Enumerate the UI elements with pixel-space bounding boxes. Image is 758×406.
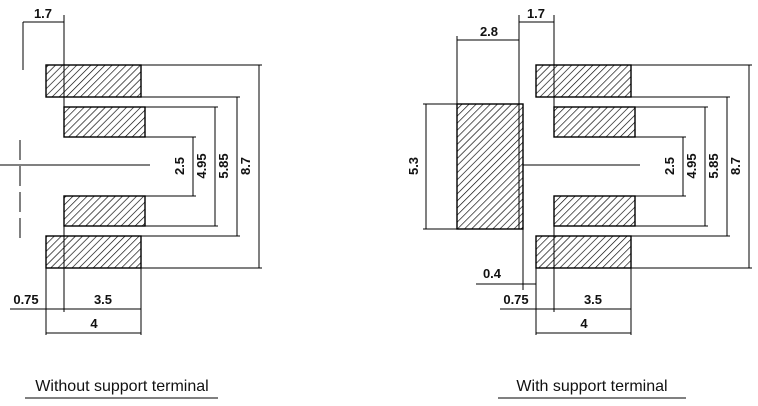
- right-footprint: 2.8 1.7 5.3 2.5 4.95 5.85 8.7 0.4 0.75: [406, 6, 752, 399]
- inner-pad-top: [63, 106, 146, 138]
- caption-without-support: Without support terminal: [35, 378, 208, 395]
- dim-label-support-gap: 0.4: [483, 266, 502, 281]
- dim-label-overall-length: 4: [90, 316, 98, 331]
- caption-with-support: With support terminal: [516, 378, 667, 395]
- outer-pad-top: [535, 64, 632, 98]
- dim-label-offset: 0.75: [13, 292, 38, 307]
- outer-pad-bottom: [45, 235, 142, 269]
- dim-label-offset: 0.75: [503, 292, 528, 307]
- dim-label-top-width: 1.7: [527, 6, 545, 21]
- dim-label-total-span: 8.7: [728, 157, 743, 175]
- dim-label-top-width: 1.7: [34, 6, 52, 21]
- left-footprint: 1.7 2.5 4.95 5.85 8.7 0.75 3.5 4 Without…: [0, 6, 262, 399]
- outer-pad-bottom: [535, 235, 632, 269]
- support-terminal: [456, 103, 524, 230]
- dim-label-overall-length: 4: [580, 316, 588, 331]
- dim-label-pad-length: 3.5: [94, 292, 112, 307]
- dim-label-inner-gap: 2.5: [662, 157, 677, 175]
- dim-label-inner-span: 4.95: [194, 153, 209, 178]
- inner-pad-bottom: [553, 195, 636, 227]
- dim-label-outer-span: 5.85: [706, 153, 721, 178]
- dim-label-support-width: 2.8: [480, 24, 498, 39]
- outer-pad-top: [45, 64, 142, 98]
- dim-label-outer-span: 5.85: [216, 153, 231, 178]
- dim-label-pad-length: 3.5: [584, 292, 602, 307]
- dim-label-inner-gap: 2.5: [172, 157, 187, 175]
- dim-label-support-height: 5.3: [406, 157, 421, 175]
- dim-label-total-span: 8.7: [238, 157, 253, 175]
- inner-pad-bottom: [63, 195, 146, 227]
- dim-label-inner-span: 4.95: [684, 153, 699, 178]
- inner-pad-top: [553, 106, 636, 138]
